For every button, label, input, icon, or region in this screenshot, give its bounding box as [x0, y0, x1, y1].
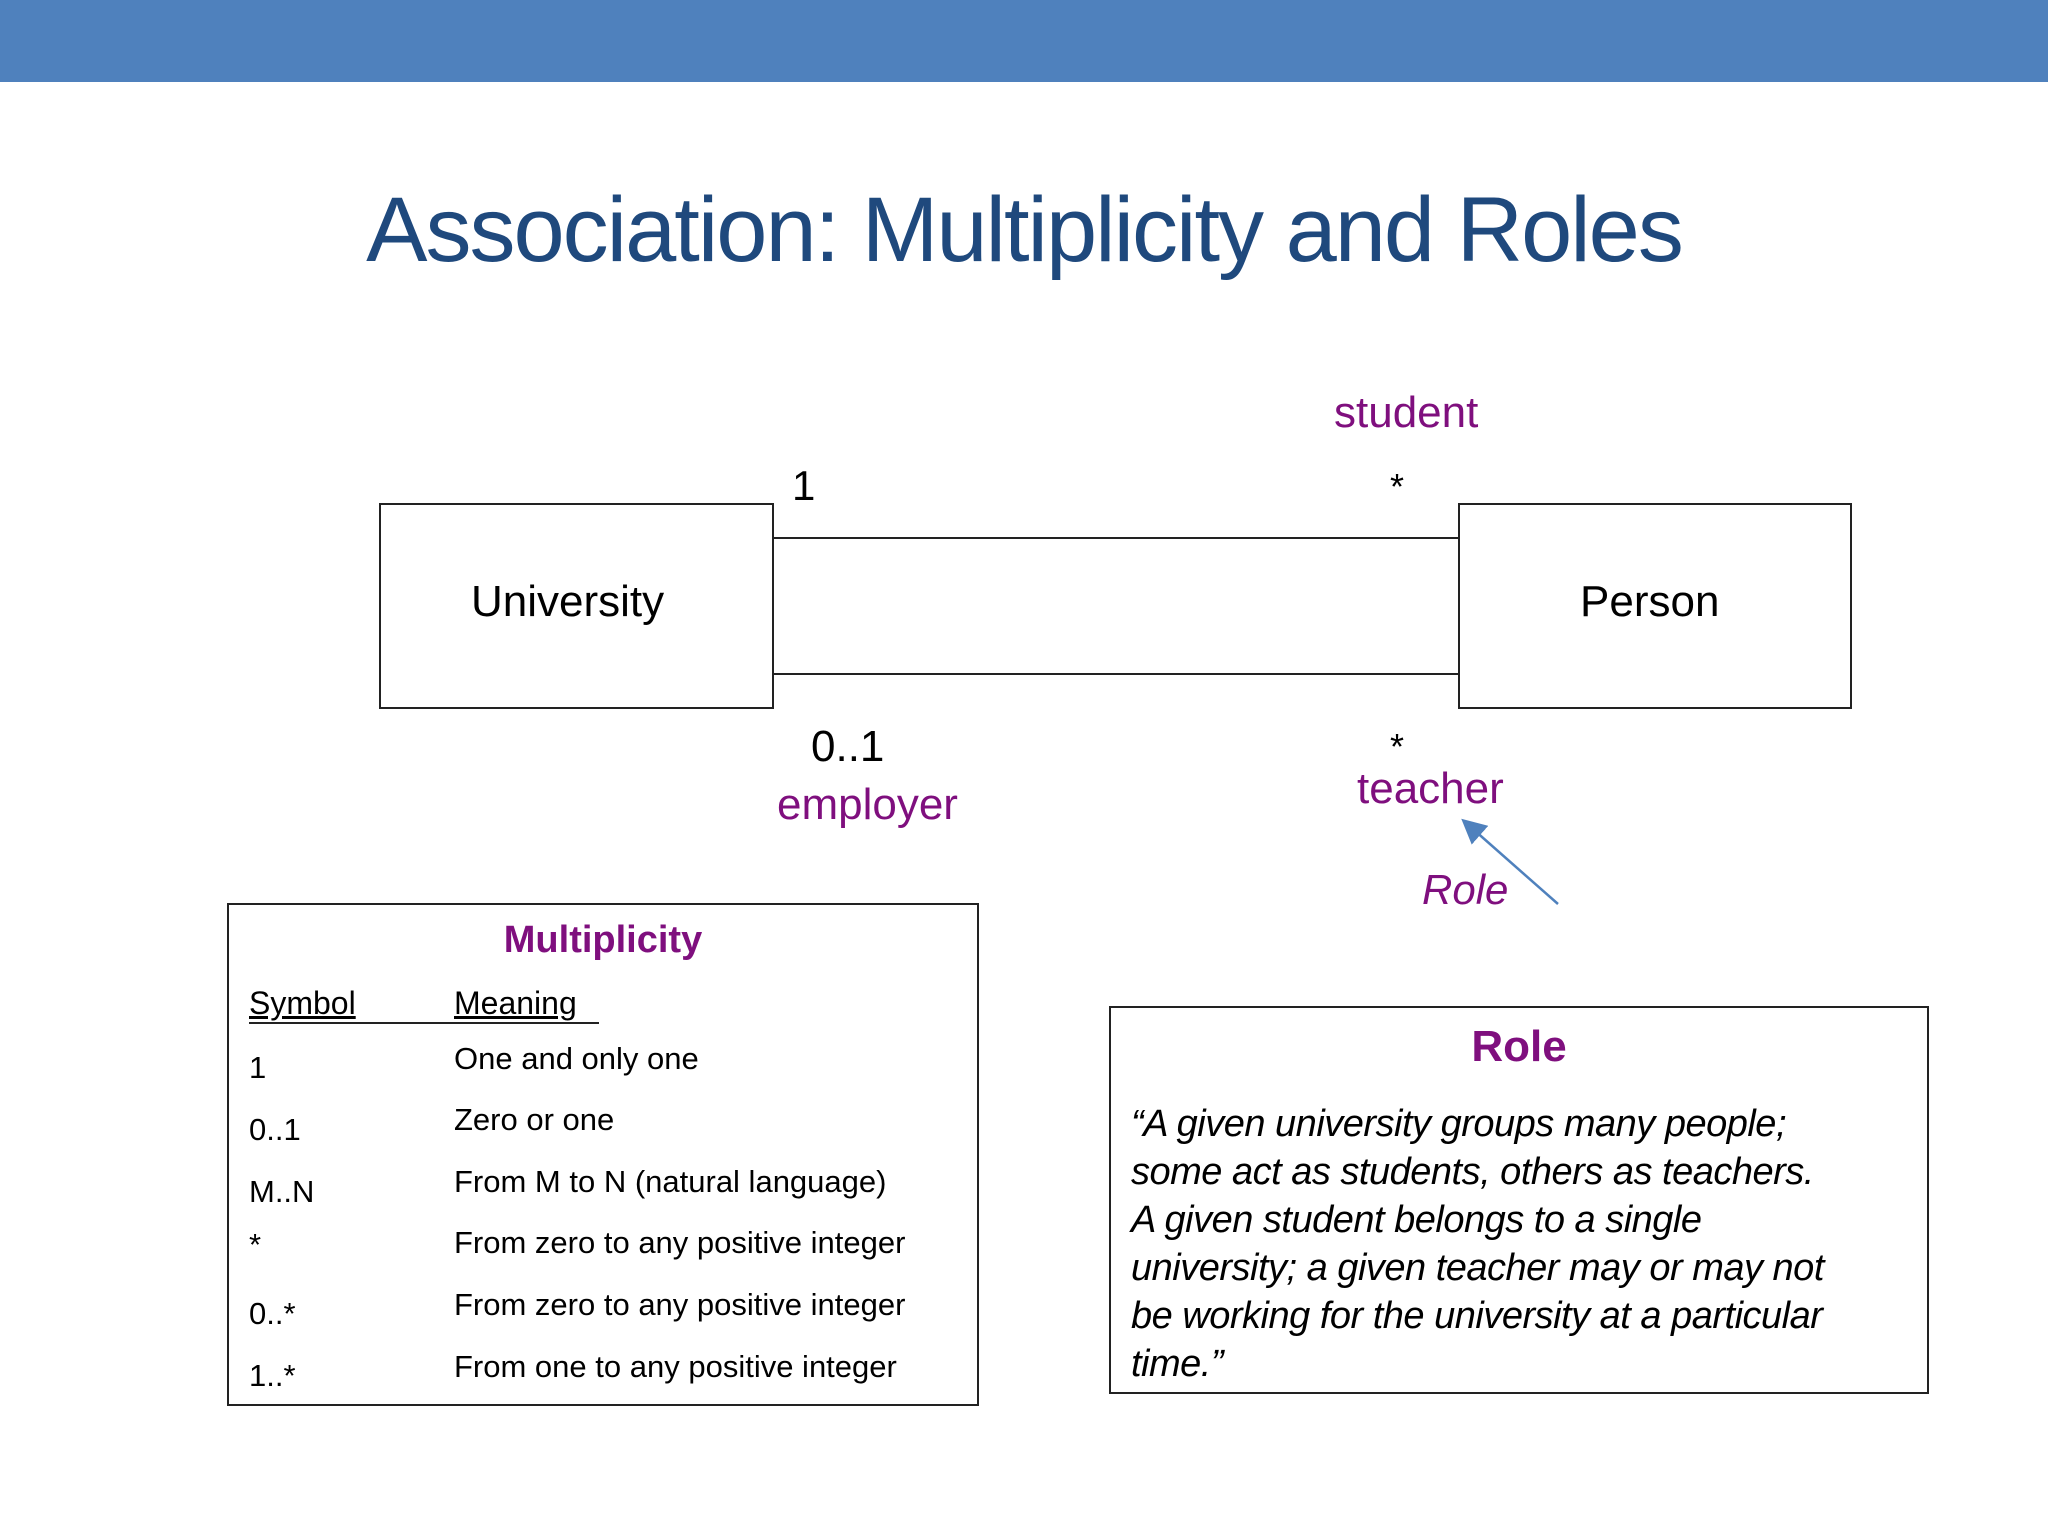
role-quote-line: university; a given teacher may or may n…	[1131, 1247, 1824, 1289]
class-box-person: Person	[1458, 503, 1852, 709]
role-quote-line: some act as students, others as teachers…	[1131, 1151, 1814, 1193]
multiplicity-top-right: *	[1390, 466, 1405, 507]
table-row-symbol: 1..*	[249, 1358, 296, 1393]
table-row-symbol: *	[249, 1227, 262, 1262]
table-row-meaning: One and only one	[454, 1041, 699, 1076]
multiplicity-table-title: Multiplicity	[503, 919, 703, 961]
multiplicity-top-left: 1	[792, 462, 816, 509]
table-row-meaning: From zero to any positive integer	[454, 1287, 906, 1322]
header-bar	[0, 0, 2048, 82]
slide-title: Association: Multiplicity and Roles	[366, 179, 1684, 281]
role-label-teacher: teacher	[1357, 764, 1504, 813]
class-name-person: Person	[1580, 577, 1720, 626]
role-callout-label: Role	[1422, 866, 1509, 913]
role-definition-box: Role “A given university groups many peo…	[1109, 1006, 1929, 1394]
multiplicity-bottom-left: 0..1	[811, 722, 885, 771]
association-line-top	[774, 537, 1458, 539]
multiplicity-bottom-right: *	[1390, 726, 1405, 767]
role-label-student: student	[1334, 388, 1479, 437]
table-row-meaning: Zero or one	[454, 1102, 615, 1137]
association-line-bottom	[774, 673, 1458, 675]
role-quote-line: “A given university groups many people;	[1131, 1103, 1787, 1145]
multiplicity-table: Multiplicity Symbol Meaning 1 One and on…	[227, 903, 979, 1406]
table-row-symbol: 0..*	[249, 1296, 296, 1331]
role-definition-quote: “A given university groups many people; …	[1131, 1100, 1921, 1388]
table-row-meaning: From M to N (natural language)	[454, 1164, 887, 1199]
role-label-employer: employer	[777, 780, 958, 829]
table-row-symbol: M..N	[249, 1174, 315, 1209]
header-rule	[249, 1022, 599, 1024]
class-box-university: University	[379, 503, 774, 709]
role-quote-line: time.”	[1131, 1343, 1224, 1385]
table-row-symbol: 1	[249, 1050, 267, 1085]
role-box-title: Role	[1471, 1022, 1567, 1071]
table-row-meaning: From zero to any positive integer	[454, 1225, 906, 1260]
class-name-university: University	[471, 577, 665, 626]
role-quote-line: A given student belongs to a single	[1131, 1199, 1702, 1241]
header-symbol: Symbol	[249, 985, 356, 1021]
role-quote-line: be working for the university at a parti…	[1131, 1295, 1823, 1337]
table-row-symbol: 0..1	[249, 1112, 301, 1147]
header-meaning: Meaning	[454, 985, 577, 1021]
table-row-meaning: From one to any positive integer	[454, 1349, 897, 1384]
